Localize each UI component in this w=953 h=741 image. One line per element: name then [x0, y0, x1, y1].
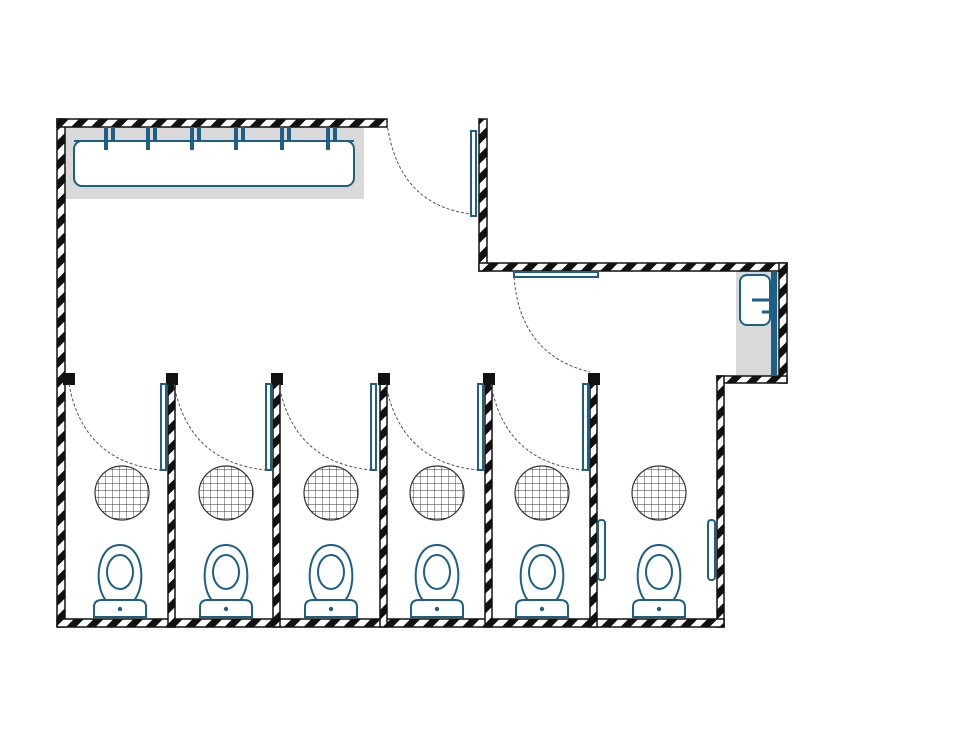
outer-wall-bottom: [56, 618, 725, 628]
flush-button: [117, 606, 123, 612]
toilet-seat: [423, 554, 451, 590]
side-room-wall-bottom: [716, 375, 788, 384]
hook-icon: [326, 127, 337, 150]
hook-icon: [280, 127, 291, 150]
toilet-seat: [106, 554, 134, 590]
stall-door-swing: [68, 383, 162, 471]
drain-grate: [631, 465, 687, 521]
stall-partition-1: [167, 379, 176, 628]
stall-door-icon: [160, 383, 167, 471]
side-room-wall-right: [778, 262, 788, 384]
outer-wall-right: [716, 375, 725, 628]
toilet-seat: [317, 554, 345, 590]
grab-bar-icon: [597, 519, 606, 581]
drain-grate: [303, 465, 359, 521]
stall-door-swing: [278, 383, 372, 471]
toilet-icon: [199, 543, 253, 618]
floor-drain-icon: [514, 465, 570, 521]
drain-grate: [514, 465, 570, 521]
flush-button: [223, 606, 229, 612]
hook-icon: [190, 127, 201, 150]
grab-bar-icon: [707, 519, 716, 581]
flush-button: [656, 606, 662, 612]
outer-wall-top: [56, 118, 388, 128]
floor-drain-icon: [198, 465, 254, 521]
corridor-wall-right: [478, 118, 488, 272]
side-room-wall-top: [478, 262, 788, 272]
stall-partition-2: [272, 379, 281, 628]
floor-drain-icon: [94, 465, 150, 521]
side-room-door-swing: [513, 276, 591, 373]
toilet-icon: [93, 543, 147, 618]
stall-partition-5: [589, 379, 598, 628]
entrance-door-swing: [386, 122, 472, 215]
toilet-seat: [645, 554, 673, 590]
floor-drain-icon: [409, 465, 465, 521]
entrance-door-icon: [470, 130, 477, 217]
toilet-icon: [304, 543, 358, 618]
drain-grate: [198, 465, 254, 521]
toilet-seat: [212, 554, 240, 590]
sink-counter-edge: [771, 272, 777, 376]
partition-post: [63, 373, 75, 385]
stall-door-swing: [490, 383, 584, 471]
flush-button: [434, 606, 440, 612]
stall-door-swing: [173, 383, 267, 471]
stall-door-icon: [477, 383, 484, 471]
hook-icon: [146, 127, 157, 150]
wash-trough-icon: [73, 140, 355, 187]
stall-door-icon: [370, 383, 377, 471]
stall-partition-4: [484, 379, 493, 628]
partition-post: [378, 373, 390, 385]
toilet-icon: [410, 543, 464, 618]
walls: [56, 118, 788, 628]
partition-post: [271, 373, 283, 385]
partition-post: [483, 373, 495, 385]
flush-button: [328, 606, 334, 612]
drain-grate: [94, 465, 150, 521]
partition-post: [166, 373, 178, 385]
stall-partition-3: [379, 379, 388, 628]
doors: [68, 122, 599, 471]
flush-button: [539, 606, 545, 612]
stall-door-icon: [265, 383, 272, 471]
stall-door-icon: [582, 383, 589, 471]
toilet-icon: [515, 543, 569, 618]
partition-post: [588, 373, 600, 385]
stall-door-swing: [385, 383, 479, 471]
hook-icon: [234, 127, 245, 150]
toilet-icon: [632, 543, 686, 618]
fixtures: [73, 127, 777, 618]
drain-grate: [409, 465, 465, 521]
side-room-door-icon: [513, 271, 599, 278]
floor-drain-icon: [303, 465, 359, 521]
hook-icon: [104, 127, 115, 150]
floor-drain-icon: [631, 465, 687, 521]
toilet-seat: [528, 554, 556, 590]
